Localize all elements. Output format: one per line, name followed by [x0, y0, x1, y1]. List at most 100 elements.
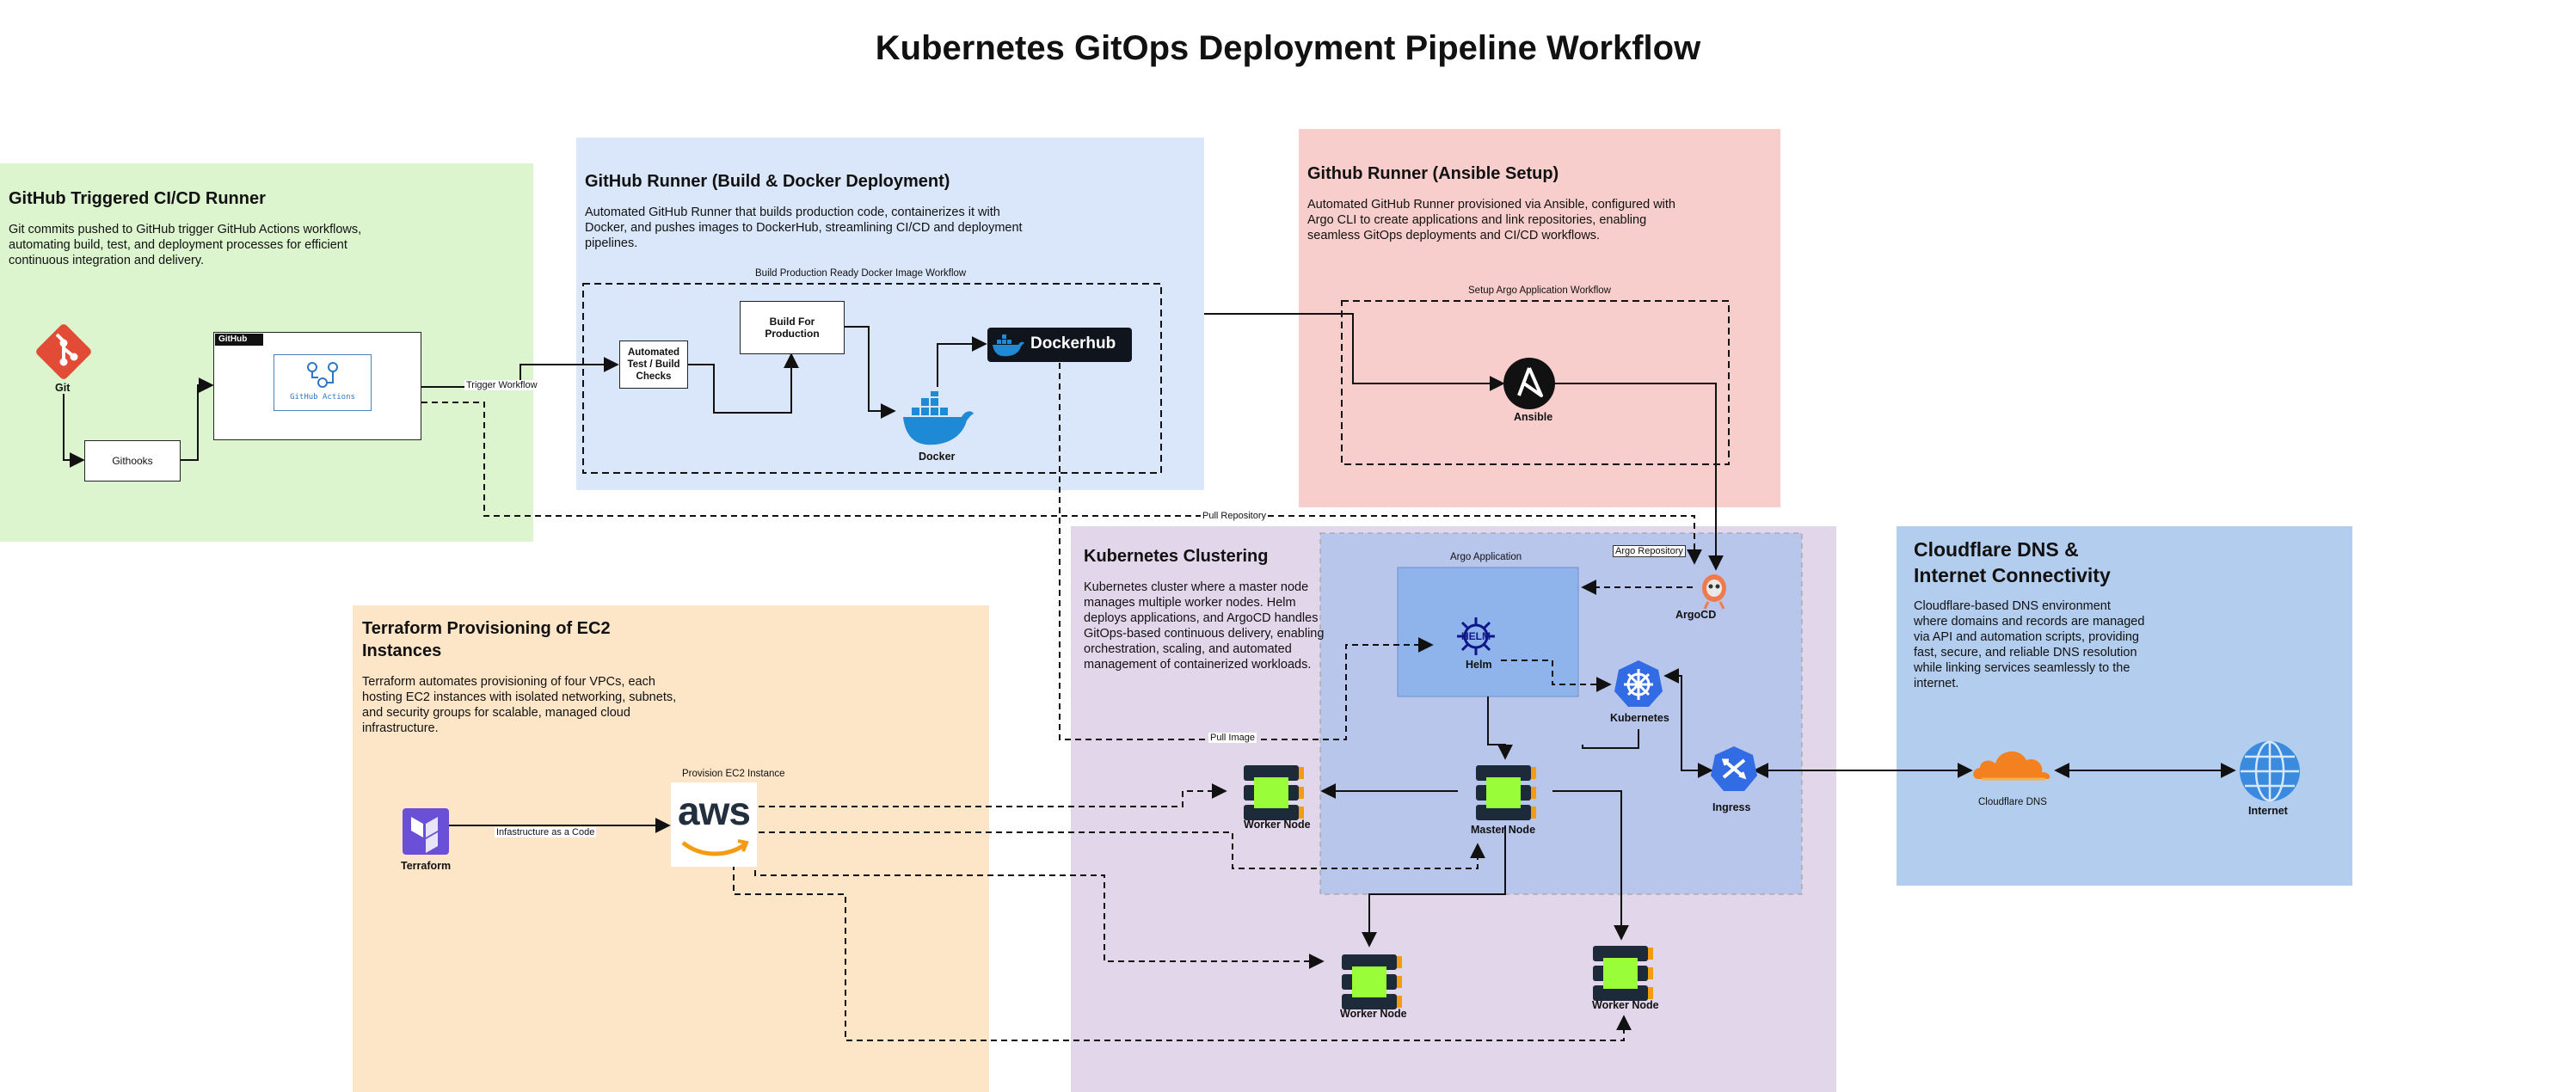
trigger-workflow-label: Trigger Workflow — [464, 380, 539, 390]
aws-node: aws — [671, 782, 757, 867]
dockerhub-node: Dockerhub — [987, 328, 1132, 362]
worker-node-3-label: Worker Node — [1592, 999, 1659, 1011]
cloudflare-region: Cloudflare DNS & Internet Connectivity C… — [1914, 537, 2146, 691]
pull-image-label: Pull Image — [1208, 733, 1257, 743]
github-ansible-title: Github Runner (Ansible Setup) — [1307, 164, 1559, 183]
argocd-icon — [1694, 567, 1734, 615]
build-production-label: Build For Production — [765, 316, 820, 340]
cloudflare-description: Cloudflare-based DNS environment where d… — [1914, 599, 2145, 690]
githooks-label: Githooks — [112, 455, 153, 467]
cloudflare-dns-label: Cloudflare DNS — [1978, 797, 2047, 807]
dockerhub-label: Dockerhub — [1030, 334, 1116, 353]
kubernetes-region: Kubernetes Clustering Kubernetes cluster… — [1084, 545, 1325, 672]
build-workflow-label: Build Production Ready Docker Image Work… — [755, 268, 967, 279]
automated-test-label: Automated Test / Build Checks — [627, 347, 680, 382]
edge-pull-repository — [421, 402, 1702, 565]
aws-label: aws — [678, 788, 751, 833]
github-build-region-bg — [576, 138, 1204, 490]
kubernetes-title: Kubernetes Clustering — [1084, 547, 1269, 566]
github-trigger-description: Git commits pushed to GitHub trigger Git… — [9, 223, 362, 267]
master-node-icon — [1476, 765, 1538, 828]
automated-test-node: Automated Test / Build Checks — [619, 340, 688, 389]
terraform-icon — [403, 808, 449, 859]
cloudflare-title: Cloudflare DNS & Internet Connectivity — [1914, 538, 2111, 586]
edge-build-docker — [843, 326, 896, 419]
github-ansible-description: Automated GitHub Runner provisioned via … — [1307, 198, 1675, 242]
worker-node-1-icon — [1244, 765, 1306, 828]
argo-setup-label: Setup Argo Application Workflow — [1468, 285, 1611, 296]
github-build-description: Automated GitHub Runner that builds prod… — [585, 206, 1023, 250]
github-ansible-region-bg — [1299, 129, 1780, 507]
dockerhub-icon — [993, 334, 1024, 357]
github-trigger-region: GitHub Triggered CI/CD Runner Git commit… — [9, 187, 370, 268]
kubernetes-description: Kubernetes cluster where a master node m… — [1084, 580, 1325, 672]
edge-master-worker2 — [1362, 825, 1506, 948]
helm-box-bg — [1397, 567, 1579, 697]
edge-aws-worker3 — [733, 864, 1632, 1041]
github-actions-icon — [307, 362, 338, 388]
argo-setup-group — [1341, 300, 1730, 465]
docker-label: Docker — [919, 451, 956, 463]
helm-label: Helm — [1466, 659, 1492, 671]
edge-k8s-ingress — [1663, 668, 1713, 778]
argo-application-label: Argo Application — [1450, 552, 1522, 562]
edge-git-githooks — [63, 394, 85, 468]
worker-node-3-icon — [1593, 946, 1655, 1009]
edge-ansible-argocd — [1555, 383, 1724, 571]
worker-node-2-label: Worker Node — [1340, 1008, 1407, 1020]
github-trigger-title: GitHub Triggered CI/CD Runner — [9, 189, 266, 208]
github-badge: GitHub — [215, 334, 263, 346]
ansible-icon — [1503, 358, 1555, 414]
edge-k8s-master — [1582, 729, 1639, 749]
cloudflare-region-bg — [1897, 526, 2352, 886]
helm-icon — [1455, 616, 1497, 661]
worker-node-2-icon — [1342, 954, 1404, 1017]
github-actions-label: GitHub Actions — [290, 393, 355, 402]
github-build-title: GitHub Runner (Build & Docker Deployment… — [585, 172, 950, 191]
edge-githooks-github — [181, 377, 214, 461]
argo-repository-label: Argo Repository — [1613, 545, 1686, 557]
edge-aws-worker2 — [754, 860, 1325, 969]
edge-helm-kubernetes — [1501, 659, 1612, 692]
edge-build-ansible — [1204, 313, 1505, 391]
docker-icon — [900, 389, 975, 452]
kubernetes-icon — [1614, 659, 1663, 713]
git-icon — [34, 322, 93, 385]
edge-docker-dockerhub — [937, 336, 987, 387]
edge-pull-image — [1059, 363, 1434, 740]
page-title: Kubernetes GitOps Deployment Pipeline Wo… — [875, 29, 1701, 67]
kubernetes-label: Kubernetes — [1610, 712, 1669, 724]
aws-smile-icon — [681, 839, 749, 856]
provision-ec2-label: Provision EC2 Instance — [682, 769, 785, 779]
ingress-icon — [1710, 745, 1758, 797]
github-build-region: GitHub Runner (Build & Docker Deployment… — [585, 170, 1024, 251]
helm-logo-text: HELM — [1461, 630, 1491, 642]
infrastructure-as-code-label: Infastructure as a Code — [495, 827, 597, 837]
edge-helm-master — [1487, 696, 1513, 760]
argocd-label: ArgoCD — [1675, 609, 1717, 621]
build-workflow-group — [582, 283, 1162, 474]
edge-test-build — [688, 353, 799, 414]
edge-aws-master — [759, 831, 1485, 869]
ingress-label: Ingress — [1712, 801, 1751, 813]
build-production-node: Build For Production — [740, 301, 845, 354]
terraform-region: Terraform Provisioning of EC2 Instances … — [362, 617, 680, 736]
internet-label: Internet — [2248, 805, 2288, 817]
github-ansible-region: Github Runner (Ansible Setup) Automated … — [1307, 163, 1694, 243]
edge-master-worker3 — [1552, 790, 1629, 941]
terraform-description: Terraform automates provisioning of four… — [362, 675, 677, 735]
globe-icon — [2238, 739, 2302, 807]
github-actions-node: GitHub Actions — [274, 354, 372, 411]
worker-node-1-label: Worker Node — [1244, 819, 1311, 831]
terraform-label: Terraform — [401, 860, 452, 872]
github-badge-label: GitHub — [218, 334, 248, 344]
master-node-label: Master Node — [1471, 824, 1536, 836]
terraform-title: Terraform Provisioning of EC2 Instances — [362, 619, 611, 660]
pull-repository-label: Pull Repository — [1201, 511, 1268, 521]
git-label: Git — [55, 382, 71, 394]
githooks-node: Githooks — [84, 440, 181, 482]
ansible-label: Ansible — [1514, 411, 1553, 423]
edge-aws-worker1 — [759, 783, 1227, 807]
cloudflare-icon — [1970, 741, 2056, 790]
